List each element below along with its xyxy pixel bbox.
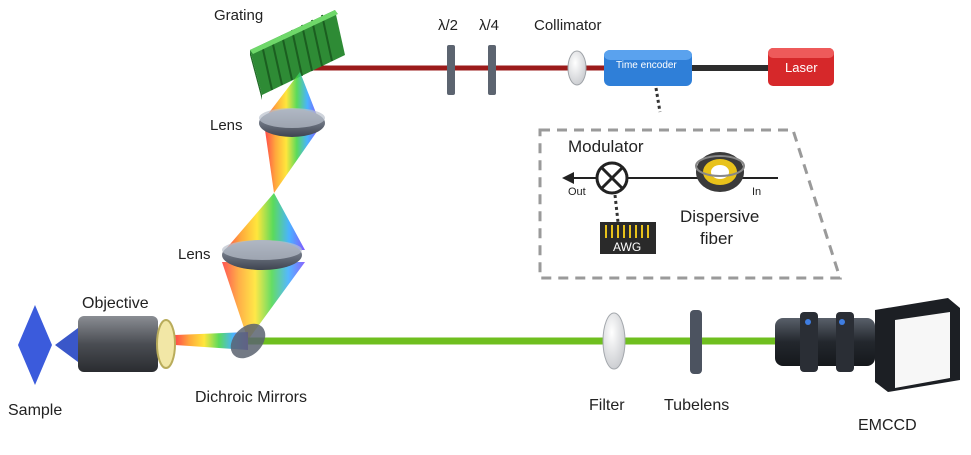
dichroic-mirror [230,323,266,359]
grating [250,10,345,100]
dispersed-beam-3 [225,193,305,250]
collimator-label: Collimator [534,17,602,34]
laser-source [768,48,834,86]
tubelens-label: Tubelens [664,397,729,414]
dispersed-beam-1 [265,72,318,118]
sample [18,305,52,385]
time-encoder [604,50,692,86]
quarter-wave-plate [488,45,496,95]
emccd-label: EMCCD [858,417,917,434]
sample-label: Sample [8,402,62,419]
filter-label: Filter [589,397,625,414]
out-arrow-icon [562,172,574,184]
dispersed-beam-5 [175,332,248,350]
awg-label: AWG [613,240,641,254]
dispersive-fiber-label-line1: Dispersive [680,207,759,226]
objective [55,316,176,372]
lens-lower [222,240,302,270]
emccd-camera [775,298,960,392]
laser-label: Laser [785,60,818,75]
out-label: Out [568,186,586,198]
tube-lens [690,310,702,374]
half-wave-plate [447,45,455,95]
filter [602,312,626,370]
awg-connector [613,194,620,223]
grating-label: Grating [214,7,263,24]
collimator [567,50,587,86]
dispersed-beam-2 [265,130,318,193]
encoder-connector [654,87,662,113]
dispersive-fiber-label-line2: fiber [700,229,733,248]
lens-lower-label: Lens [178,246,211,263]
half-wave-label: λ/2 [438,17,458,34]
modulator-label: Modulator [568,137,644,156]
dispersive-fiber-spool [695,152,745,192]
quarter-wave-label: λ/4 [479,17,499,34]
time-encoder-label: Time encoder [616,60,677,71]
dispersed-beam-4 [222,262,305,340]
lens-upper-label: Lens [210,117,243,134]
awg [600,222,656,254]
in-label: In [752,186,761,198]
time-encoder-detail-box [538,128,843,280]
lens-upper [259,108,325,137]
objective-label: Objective [82,295,149,312]
modulator [595,161,629,195]
dichroic-mirrors-label: Dichroic Mirrors [195,389,307,406]
